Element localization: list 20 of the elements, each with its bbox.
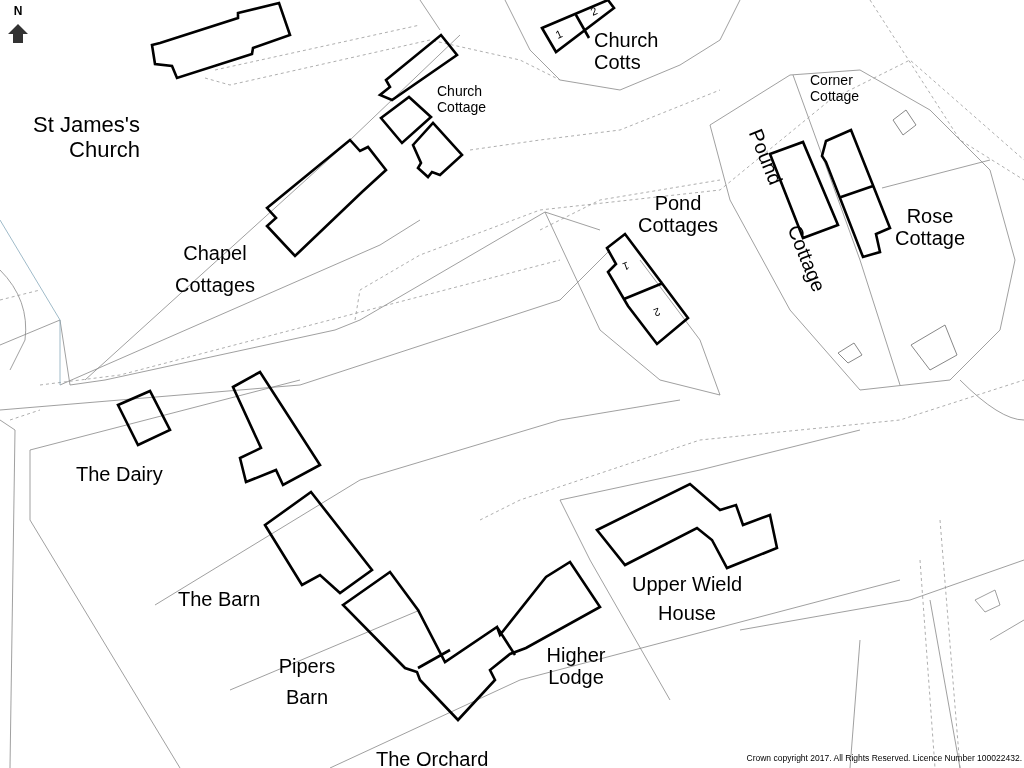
property-name: Chapel Cottages: [173, 241, 257, 298]
property-name: The Orchard: [376, 748, 490, 768]
property-name: Upper Wield House: [630, 572, 743, 626]
church-name: St James's Church: [32, 113, 140, 163]
property-name: The Dairy: [76, 463, 164, 486]
property-name: Church Cottage: [437, 84, 488, 116]
property-name: Pound Cottage: [744, 125, 831, 297]
property-name: Corner Cottage: [810, 73, 861, 105]
north-label: N: [12, 5, 24, 19]
unit-number: 2: [651, 304, 663, 320]
property-name: Church Cotts: [594, 29, 660, 74]
property-name: The Barn: [178, 588, 262, 611]
property-name: Pond Cottages: [636, 192, 720, 237]
unit-number: 1: [620, 258, 632, 274]
property-name: Pipers Barn: [277, 654, 337, 710]
copyright-notice: Crown copyright 2017. All Rights Reserved. Licence Number 100022432.: [745, 754, 1022, 764]
property-name: Rose Cottage: [893, 205, 967, 250]
property-name: Higher Lodge: [545, 644, 607, 689]
unit-number: 1: [552, 26, 566, 43]
unit-number: 2: [587, 3, 601, 20]
